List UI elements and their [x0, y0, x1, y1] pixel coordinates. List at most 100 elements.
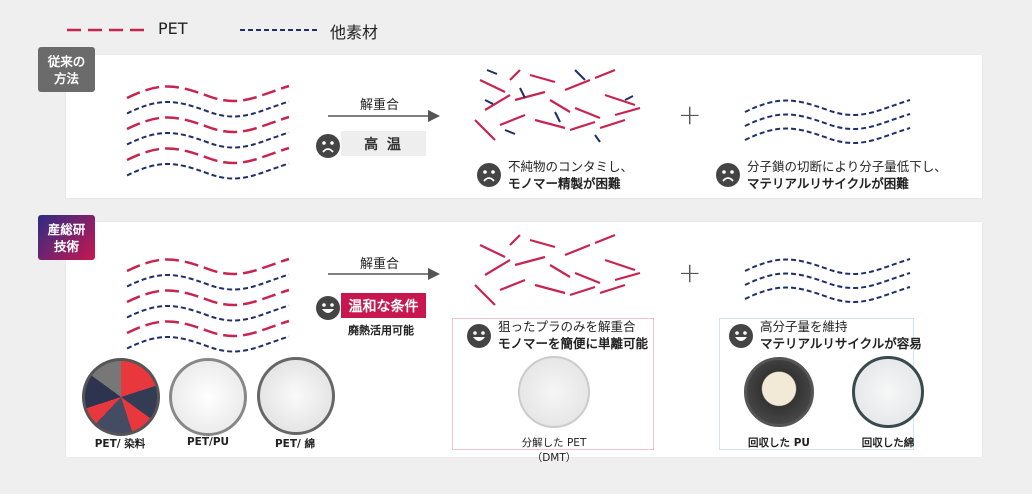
fragmented-chains — [474, 68, 641, 143]
plus-sign: + — [678, 98, 702, 131]
legend-pet-label: PET — [158, 19, 188, 38]
pet-fragment — [594, 68, 616, 80]
pet-fragment — [569, 285, 596, 297]
result-contamination: 不純物のコンタミし、モノマー精製が困難 — [508, 159, 634, 191]
conventional-badge: 従来の方法 — [38, 47, 95, 92]
pet-fragment — [514, 90, 546, 102]
recovered-pu-caption: 回収した PU — [748, 437, 810, 449]
sample-caption: PET/ 綿 — [274, 438, 316, 450]
pet-fragment — [574, 106, 601, 120]
pet-fragment — [514, 255, 546, 267]
pet-fragment — [564, 78, 591, 92]
sample-caption: PET/PU — [186, 436, 230, 448]
pet-fragment — [574, 271, 601, 285]
arrow-label: 解重合 — [360, 98, 400, 113]
smile-face-icon — [467, 324, 491, 348]
sad-face-icon — [316, 134, 340, 158]
recovered-pu-photo — [744, 357, 814, 427]
pet-fragment — [599, 283, 626, 295]
legend-other-label: 他素材 — [330, 23, 379, 42]
other-fragment — [594, 134, 601, 143]
pet-fragment — [484, 94, 511, 111]
pet-fragment — [604, 93, 636, 107]
pet-chain — [126, 115, 290, 134]
selective-fragments — [474, 233, 641, 306]
pet-fragment — [499, 113, 526, 127]
pet-fragment — [599, 118, 626, 130]
sad-face-icon — [477, 163, 501, 187]
dmt-caption: 分解した PET（DMT） — [521, 437, 587, 464]
pet-fragment — [569, 120, 596, 132]
condition-note: 廃熱活用可能 — [348, 324, 414, 337]
other-chain — [126, 335, 290, 353]
pet-fragment — [534, 118, 566, 130]
other-fragment — [554, 111, 561, 123]
other-fragment — [504, 129, 516, 135]
polymer-waves — [126, 84, 290, 180]
other-chain — [126, 162, 290, 180]
sample-photo-pet-dye — [82, 358, 160, 436]
other-chain — [744, 127, 911, 145]
pet-fragment — [604, 258, 636, 272]
pet-fragment — [474, 284, 496, 306]
pet-chain — [126, 288, 290, 307]
pet-fragment — [564, 243, 591, 257]
polymer-waves — [126, 257, 290, 353]
legend-other-line — [240, 29, 320, 31]
arrow-label: 解重合 — [360, 257, 400, 272]
other-chain — [744, 99, 911, 117]
monomer-box — [452, 318, 654, 450]
legend-pet-line — [67, 28, 147, 32]
shortened-chains — [744, 99, 911, 145]
smile-face-icon — [729, 324, 753, 348]
recovered-cotton-caption: 回収した綿 — [861, 437, 915, 449]
sample-caption: PET/ 染料 — [94, 438, 146, 450]
other-chain — [126, 100, 290, 118]
other-fragment — [519, 87, 526, 99]
pet-fragment — [509, 234, 521, 246]
pet-fragment — [509, 69, 521, 81]
condition-high-temp: 高 温 — [341, 131, 426, 156]
pet-fragment — [614, 271, 641, 282]
pet-fragment — [479, 244, 506, 258]
pet-fragment — [484, 259, 511, 276]
other-chain — [744, 113, 911, 131]
other-chain — [126, 273, 290, 291]
other-fragment — [624, 95, 634, 101]
pet-fragment — [479, 79, 506, 93]
result-molecular-weight-loss: 分子鎖の切断により分子量低下し、マテリアルリサイクルが困難 — [747, 159, 947, 191]
other-chain — [744, 258, 911, 276]
aist-badge: 産総研技術 — [38, 215, 95, 260]
other-fragment — [486, 69, 498, 75]
other-chain — [744, 272, 911, 290]
pet-fragment — [499, 278, 526, 292]
result-material-recycling: 高分子量を維持マテリアルリサイクルが容易 — [760, 319, 922, 351]
pet-fragment — [534, 283, 566, 295]
sample-photo-pet-cotton — [257, 357, 335, 435]
pet-fragment — [549, 264, 571, 278]
pet-fragment — [529, 238, 556, 249]
pet-fragment — [549, 99, 571, 113]
dmt-photo — [518, 356, 590, 428]
result-selective-depolymerization: 狙ったプラのみを解重合モノマーを簡便に単離可能 — [498, 319, 649, 351]
other-chain — [744, 286, 911, 304]
sad-face-icon — [716, 163, 740, 187]
plus-sign: + — [678, 256, 702, 289]
other-chain — [126, 131, 290, 149]
pet-fragment — [474, 119, 496, 141]
pet-chain — [126, 146, 290, 165]
pet-fragment — [614, 106, 641, 117]
other-chain — [126, 304, 290, 322]
conventional-panel — [66, 55, 982, 198]
sample-photo-pet-pu — [169, 358, 247, 436]
other-fragment — [484, 99, 494, 105]
arrow-icon — [328, 110, 440, 122]
other-fragment — [574, 69, 586, 81]
pet-chain — [126, 319, 290, 338]
smile-face-icon — [316, 296, 340, 320]
pet-fragment — [594, 233, 616, 245]
intact-chains — [744, 258, 911, 304]
pet-chain — [126, 257, 290, 276]
pet-fragment — [529, 73, 556, 84]
pet-chain — [126, 84, 290, 103]
